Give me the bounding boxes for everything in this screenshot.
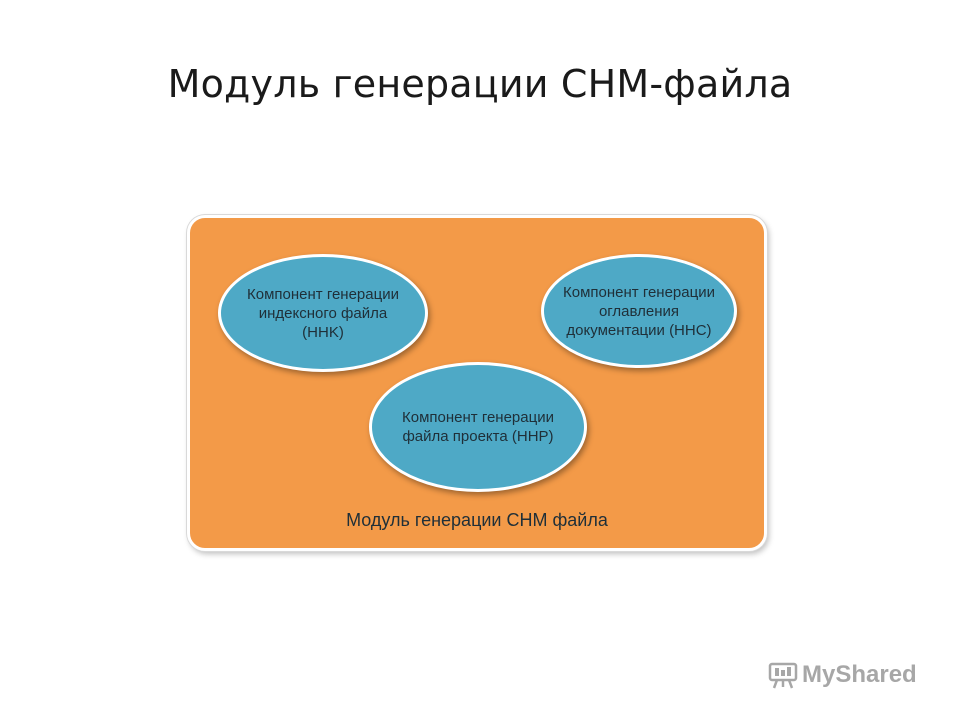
presentation-board-icon: [768, 662, 798, 689]
component-hhp-label: Компонент генерации файла проекта (HHP): [402, 409, 554, 445]
component-hhc-label: Компонент генерации оглавления документа…: [563, 283, 715, 339]
component-hhk: Компонент генерации индексного файла (HH…: [218, 254, 428, 372]
watermark-text: MyShared: [802, 661, 917, 688]
component-hhc: Компонент генерации оглавления документа…: [541, 254, 737, 368]
component-hhk-label: Компонент генерации индексного файла (HH…: [247, 285, 399, 341]
watermark: MyShared: [768, 658, 917, 692]
slide-title: Модуль генерации СНМ-файла: [167, 62, 793, 106]
module-label: Модуль генерации СНМ файла: [346, 510, 608, 530]
component-hhp: Компонент генерации файла проекта (HHP): [369, 362, 587, 492]
